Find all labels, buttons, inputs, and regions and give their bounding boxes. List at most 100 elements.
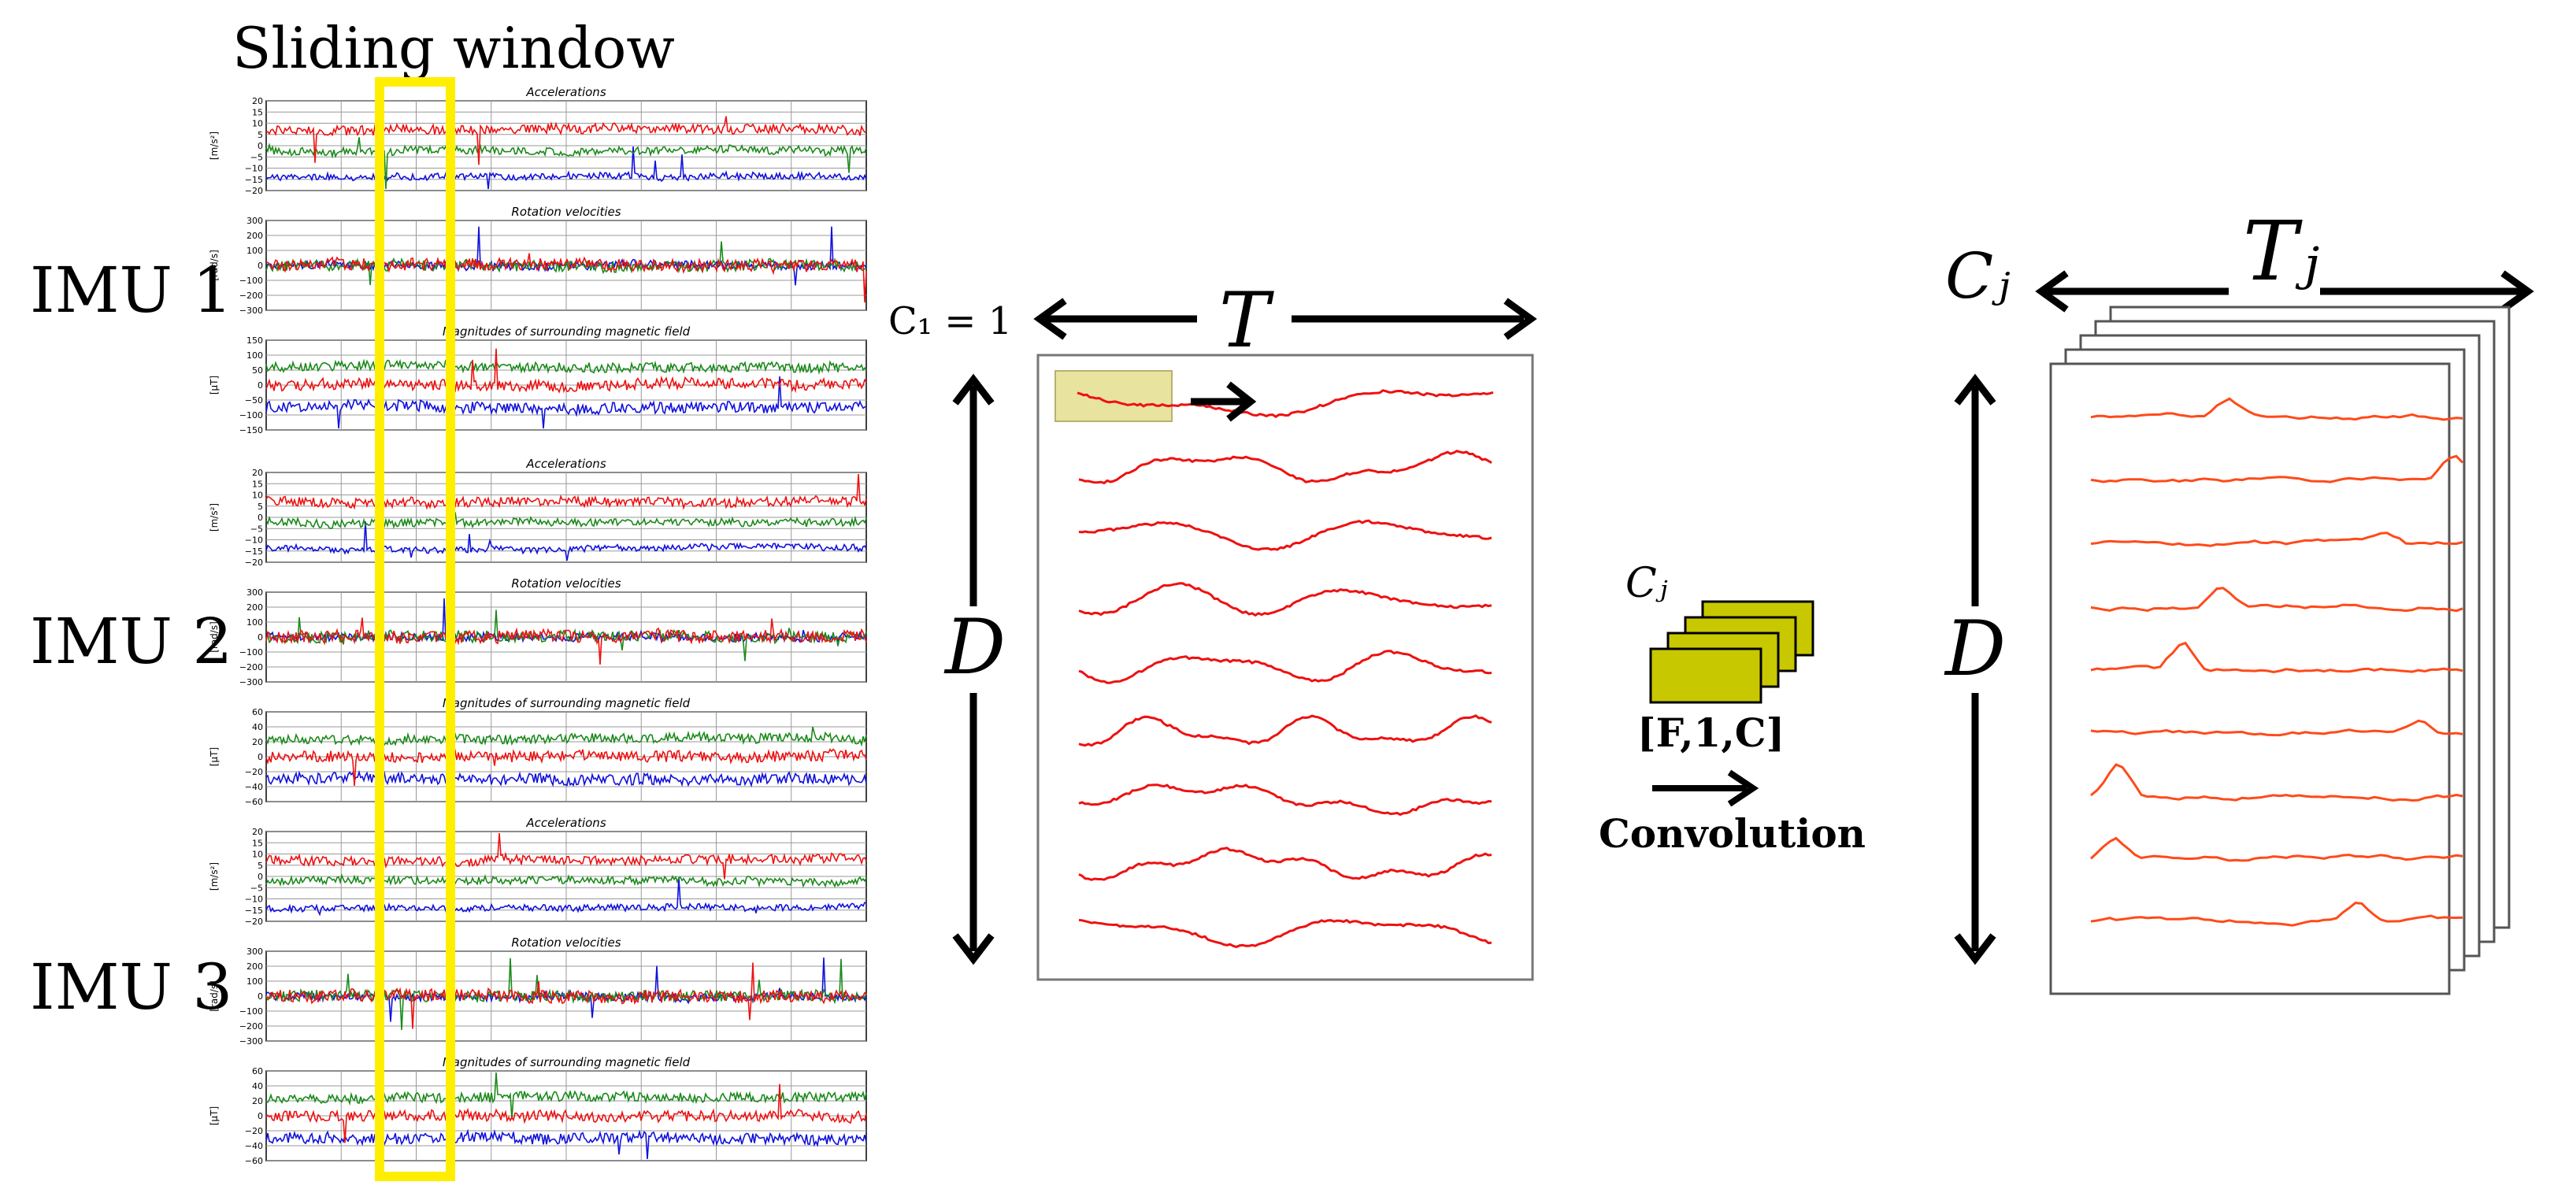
plot-title: Accelerations xyxy=(525,816,606,830)
tick-label: 20 xyxy=(252,1096,263,1106)
imu-signal-trace xyxy=(265,726,867,747)
unit-label: [rad/s] xyxy=(209,250,220,281)
unit-label: [m/s²] xyxy=(209,862,220,891)
tick-label: 5 xyxy=(258,502,263,512)
output-signal-row xyxy=(2090,902,2463,927)
convolution-arrow xyxy=(1652,769,1759,807)
tick-label: −5 xyxy=(250,152,263,162)
tick-label: −20 xyxy=(245,767,263,777)
tick-label: −10 xyxy=(245,535,263,546)
imu-signal-trace xyxy=(265,137,867,190)
input-signal-row xyxy=(1078,650,1492,684)
tick-label: −300 xyxy=(239,306,263,316)
imu-signal-trace xyxy=(265,769,867,787)
imu-plot: Rotation velocities3002001000−100−200−30… xyxy=(209,576,867,687)
tick-label: 300 xyxy=(246,216,263,226)
output-panel xyxy=(2049,362,2451,995)
imu-plot: Rotation velocities3002001000−100−200−30… xyxy=(209,935,867,1047)
plot-title: Magnitudes of surrounding magnetic field xyxy=(443,1055,691,1069)
unit-label: [m/s²] xyxy=(209,503,220,532)
imu-plot-stack: Accelerations20151050−5−10−15−20[m/s²]Ro… xyxy=(209,85,867,1166)
unit-label: [μT] xyxy=(209,376,220,395)
tick-label: 10 xyxy=(252,491,263,501)
tick-label: 50 xyxy=(252,365,263,376)
tick-label: 60 xyxy=(252,707,263,717)
tick-label: −40 xyxy=(245,782,263,792)
input-height-label: D xyxy=(943,603,1006,691)
input-signal-row xyxy=(1078,714,1492,747)
unit-label: [m/s²] xyxy=(209,132,220,160)
sliding-window-frame xyxy=(375,77,455,1181)
tick-label: −40 xyxy=(245,1141,263,1151)
output-signal-row xyxy=(2090,587,2463,613)
imu-signal-trace xyxy=(265,473,867,510)
tick-label: 20 xyxy=(252,468,263,478)
tick-label: 150 xyxy=(246,335,263,346)
imu-signal-trace xyxy=(265,512,867,530)
tick-label: 0 xyxy=(258,513,263,523)
input-signal-row xyxy=(1077,389,1494,418)
plot-title: Accelerations xyxy=(525,85,606,99)
tick-label: −100 xyxy=(239,647,263,658)
imu-plot: Rotation velocities3002001000−100−200−30… xyxy=(209,205,867,316)
output-signal-row xyxy=(2090,532,2463,547)
imu-3-label: IMU 3 xyxy=(30,950,232,1024)
tick-label: 300 xyxy=(246,587,263,598)
tick-label: 0 xyxy=(258,752,263,762)
tick-label: −200 xyxy=(239,291,263,301)
output-width-label: Tⱼ xyxy=(2243,203,2319,299)
imu-signal-trace xyxy=(265,1128,867,1160)
input-signal-row xyxy=(1078,450,1492,485)
plot-title: Magnitudes of surrounding magnetic field xyxy=(443,696,691,710)
output-height-label: D xyxy=(1944,605,2006,693)
tick-label: −20 xyxy=(245,186,263,196)
tick-label: 15 xyxy=(252,838,263,848)
output-channels-label: Cⱼ xyxy=(1945,239,2010,313)
tick-label: −300 xyxy=(239,677,263,687)
input-signal-row xyxy=(1078,519,1492,551)
tick-label: 0 xyxy=(258,261,263,271)
imu-signal-trace xyxy=(265,877,867,917)
tick-label: −60 xyxy=(245,797,263,807)
tick-label: 10 xyxy=(252,850,263,860)
output-signal-row xyxy=(2089,836,2463,862)
tick-label: −60 xyxy=(245,1156,263,1166)
tick-label: −15 xyxy=(245,906,263,916)
input-height-arrow xyxy=(952,373,995,965)
output-signal-rows xyxy=(2089,397,2464,927)
tick-label: −100 xyxy=(239,1006,263,1017)
tick-label: 0 xyxy=(258,380,263,391)
imu-signal-trace xyxy=(265,146,867,190)
tick-label: −300 xyxy=(239,1036,263,1047)
tick-label: −20 xyxy=(245,558,263,568)
tick-label: −200 xyxy=(239,1021,263,1032)
convolution-label: Convolution xyxy=(1599,810,1866,857)
imu-signal-trace xyxy=(265,253,867,303)
imu-plot: Magnitudes of surrounding magnetic field… xyxy=(209,324,867,435)
kernel-slide-arrow xyxy=(1191,381,1257,422)
tick-label: −20 xyxy=(245,917,263,927)
unit-label: [μT] xyxy=(209,1106,220,1125)
tick-label: 100 xyxy=(246,350,263,361)
tick-label: 20 xyxy=(252,827,263,837)
filter-stack xyxy=(1649,600,1814,704)
imu-signal-trace xyxy=(265,241,867,286)
input-signal-row xyxy=(1078,582,1492,617)
tick-label: −100 xyxy=(239,410,263,420)
tick-label: −5 xyxy=(250,883,263,893)
tick-label: −15 xyxy=(245,175,263,185)
unit-label: [μT] xyxy=(209,747,220,766)
tick-label: 100 xyxy=(246,617,263,628)
tick-label: 200 xyxy=(246,961,263,972)
output-height-arrow xyxy=(1954,373,1996,965)
input-width-label: T xyxy=(1219,276,1274,365)
imu-signal-trace xyxy=(265,962,867,1029)
tick-label: −200 xyxy=(239,662,263,672)
tick-label: 0 xyxy=(258,872,263,882)
tick-label: −100 xyxy=(239,276,263,286)
imu-signal-trace xyxy=(265,832,867,880)
tick-label: 15 xyxy=(252,479,263,489)
